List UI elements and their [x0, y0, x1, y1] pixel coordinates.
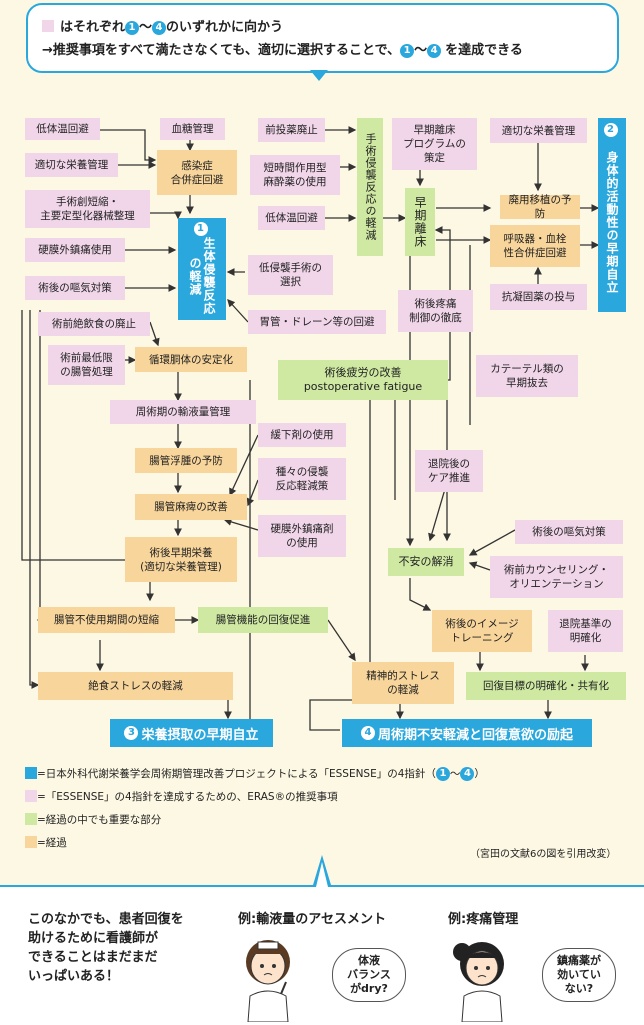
top-note-text: はそれぞれ [60, 20, 126, 35]
disuse-prevention: 廃用移植の予防 [500, 194, 580, 220]
pink-square-icon [42, 20, 54, 32]
thought-bubble-2: 鎮痛薬が 効いてい ない? [542, 948, 616, 1002]
low-temp-avoid-2: 低体温回避 [258, 206, 325, 230]
top-note-text: →推奨事項をすべて満たさなくても、適切に選択することで、 [42, 43, 401, 58]
disuse-period-shorten: 腸管不使用期間の短縮 [38, 607, 175, 633]
number-3-badge: 3 [124, 726, 139, 740]
number-1-badge: 1 [193, 222, 208, 236]
surgery-shorten: 手術創短縮・ 主要定型化器械整理 [25, 190, 150, 228]
source-citation: （宮田の文献6の図を引用改変） [470, 849, 617, 860]
number-1-badge: 1 [400, 44, 415, 58]
bowel-function-recovery: 腸管機能の回復促進 [198, 607, 328, 633]
early-mobilization-program: 早期離床 プログラムの 策定 [392, 118, 477, 170]
tilde: ～ [414, 43, 428, 58]
pillar-2-physical-activity: 2 身体的活動性の早期自立 [598, 118, 626, 312]
epidural-analgesia-2: 硬膜外鎮痛剤 の使用 [258, 515, 346, 557]
legend-paren: ） [474, 768, 485, 780]
discharge-criteria: 退院基準の 明確化 [548, 610, 623, 652]
goal-4-label: 周術期不安軽減と回復意欲の励起 [377, 727, 573, 743]
nurse-message: このなかでも、患者回復を 助けるために看護師が できることはまだまだ いっぱいあ… [28, 912, 184, 984]
bottom-panel [0, 885, 644, 1025]
pillar-2-label: 身体的活動性の早期自立 [605, 150, 619, 294]
number-2-badge: 2 [603, 123, 618, 137]
circulation-stabilize: 循環胴体の安定化 [135, 347, 247, 372]
blue-square-icon [25, 767, 37, 779]
goal-3-label: 栄養摂取の早期自立 [141, 727, 259, 743]
top-note-text: を達成できる [445, 43, 523, 58]
blood-sugar-control: 血糖管理 [160, 118, 225, 140]
legend-green-text: =経過の中でも重要な部分 [37, 814, 162, 826]
legend-pink: =「ESSENSE」の4指針を達成するための、ERAS®の推奨事項 [25, 790, 338, 804]
early-postop-nutrition: 術後早期栄養 (適切な栄養管理) [125, 537, 237, 582]
respiratory-thrombo-avoid: 呼吸器・血栓 性合併症回避 [490, 225, 580, 267]
number-1-badge: 1 [125, 21, 140, 35]
number-4-badge: 4 [360, 726, 375, 740]
pointer-arrow-icon [310, 70, 328, 81]
premedication-abolish: 前投薬廃止 [258, 118, 325, 142]
pillar-1-biological-response: 1 生体侵襲反応の軽減 [178, 218, 226, 320]
example-2-title: 例:疼痛管理 [448, 912, 519, 927]
number-4-badge: 4 [152, 21, 167, 35]
nurse-1-icon [246, 940, 290, 1022]
pain-control: 術後疼痛 制御の徹底 [398, 290, 473, 332]
thought-bubble-1: 体液 バランス がdry? [332, 948, 406, 1002]
goal-clarify-share: 回復目標の明確化・共有化 [466, 672, 626, 700]
short-acting-anesthetic: 短時間作用型 麻酔薬の使用 [250, 155, 340, 195]
bowel-preparation: 術前最低限 の腸管処理 [48, 345, 125, 385]
infection-avoid: 感染症 合併症回避 [157, 150, 237, 195]
catheter-early-removal: カテーテル類の 早期抜去 [476, 355, 578, 397]
mental-stress-reduce: 精神的ストレス の軽減 [352, 662, 454, 704]
image-training: 術後のイメージ トレーニング [432, 610, 532, 652]
nutrition-management-1: 適切な栄養管理 [25, 153, 118, 177]
number-4-badge: 4 [460, 767, 475, 781]
nurse-2-icon [453, 942, 504, 1022]
tilde: ～ [139, 20, 153, 35]
nausea-control-2: 術後の嘔気対策 [515, 520, 623, 544]
epidural-analgesia-1: 硬膜外鎮痛使用 [25, 238, 125, 262]
fasting-stress-reduce: 絶食ストレスの軽減 [38, 672, 233, 700]
legend-blue-text: =日本外科代謝栄養学会周術期管理改善プロジェクトによる「ESSENSE」の4指針… [37, 768, 436, 780]
number-4-badge: 4 [427, 44, 442, 58]
legend-orange-text: =経過 [37, 837, 67, 849]
bowel-paralysis-improve: 腸管麻痺の改善 [135, 494, 247, 520]
legend-blue: =日本外科代謝栄養学会周術期管理改善プロジェクトによる「ESSENSE」の4指針… [25, 767, 485, 781]
green-square-icon [25, 813, 37, 825]
example-1-title: 例:輸液量のアセスメント [238, 912, 386, 927]
early-mobilization: 早期離床 [405, 188, 435, 256]
anticoagulant-use: 抗凝固薬の投与 [490, 284, 587, 310]
anxiety-relief: 不安の解消 [388, 548, 464, 576]
legend-orange: =経過 [25, 836, 67, 850]
tilde: ～ [449, 768, 461, 780]
invasive-reduction: 種々の侵襲 反応軽減策 [258, 458, 346, 500]
tube-drain-avoid: 胃管・ドレーン等の回避 [248, 310, 386, 334]
low-temp-avoid-1: 低体温回避 [25, 118, 100, 140]
orange-square-icon [25, 836, 37, 848]
pointer-arrow-inner [316, 862, 328, 887]
nausea-control-1: 術後の嘔気対策 [25, 276, 125, 300]
pink-square-icon [25, 790, 37, 802]
preop-counseling: 術前カウンセリング・ オリエンテーション [490, 556, 623, 598]
top-note-text: のいずれかに向かう [166, 20, 284, 35]
pillar-1-label: 生体侵襲反応の軽減 [188, 237, 216, 315]
number-1-badge: 1 [435, 767, 450, 781]
legend-pink-text: =「ESSENSE」の4指針を達成するための、ERAS®の推奨事項 [37, 791, 338, 803]
legend-green: =経過の中でも重要な部分 [25, 813, 161, 827]
surgical-stress-reduction: 手術侵襲反応の軽減 [357, 118, 383, 256]
postoperative-fatigue: 術後疲労の改善 postoperative fatigue [278, 360, 448, 400]
low-invasive-surgery: 低侵襲手術の 選択 [248, 255, 333, 295]
fluid-management: 周術期の輸液量管理 [110, 400, 256, 424]
bowel-edema-prevent: 腸管浮腫の予防 [135, 448, 237, 473]
nutrition-management-2: 適切な栄養管理 [490, 118, 587, 143]
laxative-use: 緩下剤の使用 [258, 423, 346, 447]
post-discharge-care: 退院後の ケア推進 [415, 450, 483, 492]
fasting-abolish: 術前絶飲食の廃止 [38, 312, 150, 336]
